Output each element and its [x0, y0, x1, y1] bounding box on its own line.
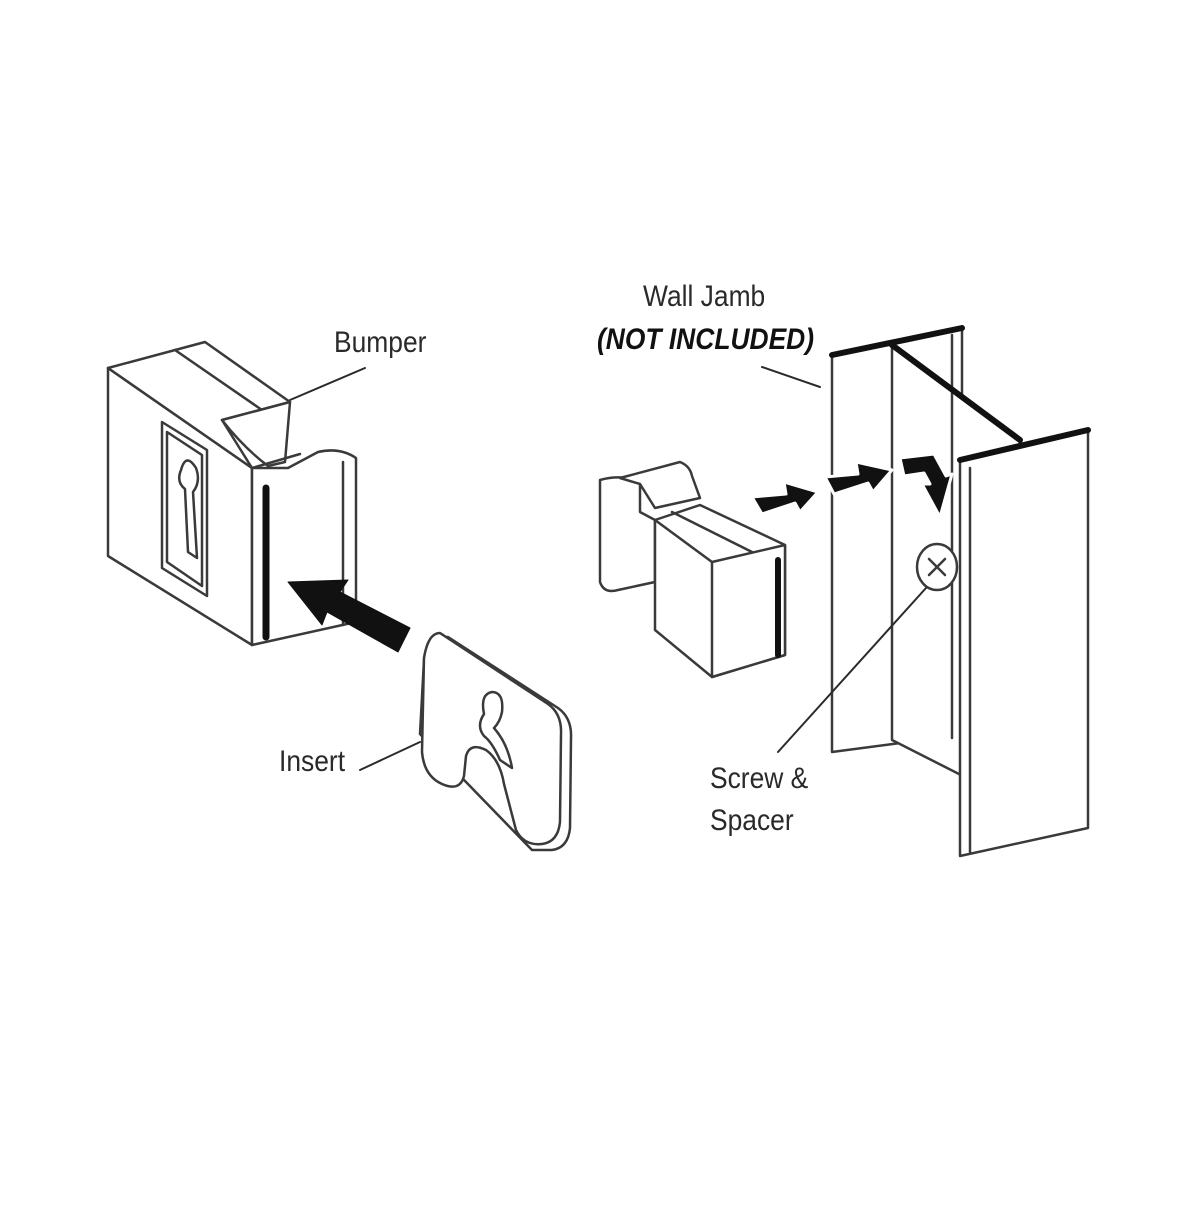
screw-spacer	[915, 542, 959, 592]
insert-keyhole	[478, 690, 514, 770]
bumper-pocket-inner	[165, 430, 204, 588]
mounted-bumper-groove	[670, 510, 754, 554]
wall-jamb-top-edges	[829, 325, 1091, 463]
bumper-assembly	[106, 340, 358, 647]
screw-label-line2: Spacer	[710, 804, 794, 837]
mounted-bumper	[598, 460, 787, 679]
screw-slot-b	[927, 557, 947, 577]
wall-jamb-label: Wall Jamb	[643, 280, 766, 313]
insert-plate	[418, 631, 573, 852]
bumper-front-top-edge	[250, 452, 302, 470]
mounting-arrows	[750, 452, 954, 519]
arrow-icon	[750, 480, 820, 516]
bumper-leader	[289, 367, 366, 401]
bumper-label: Bumper	[334, 326, 427, 359]
leader-lines	[289, 366, 927, 771]
arrow-icon	[898, 452, 954, 519]
mounted-bumper-block-edge	[653, 518, 714, 564]
insert-label: Insert	[279, 745, 346, 778]
insert-leader	[359, 741, 421, 771]
arrow-icon	[287, 579, 411, 653]
wall-jamb-leader	[761, 366, 821, 388]
wall-jamb-right-flange	[958, 428, 1090, 858]
mounted-bumper-block-front	[710, 543, 787, 679]
not-included-label: (NOT INCLUDED)	[597, 323, 815, 356]
bumper-top-groove	[173, 348, 264, 412]
screw-label-line1: Screw &	[710, 762, 809, 795]
arrow-icon	[823, 460, 894, 496]
wall-jamb	[829, 325, 1091, 858]
keyhole-icon	[177, 459, 200, 560]
mounted-bumper-bridge	[618, 460, 702, 510]
bumper-lip	[220, 400, 292, 468]
screw-leader	[777, 587, 927, 753]
